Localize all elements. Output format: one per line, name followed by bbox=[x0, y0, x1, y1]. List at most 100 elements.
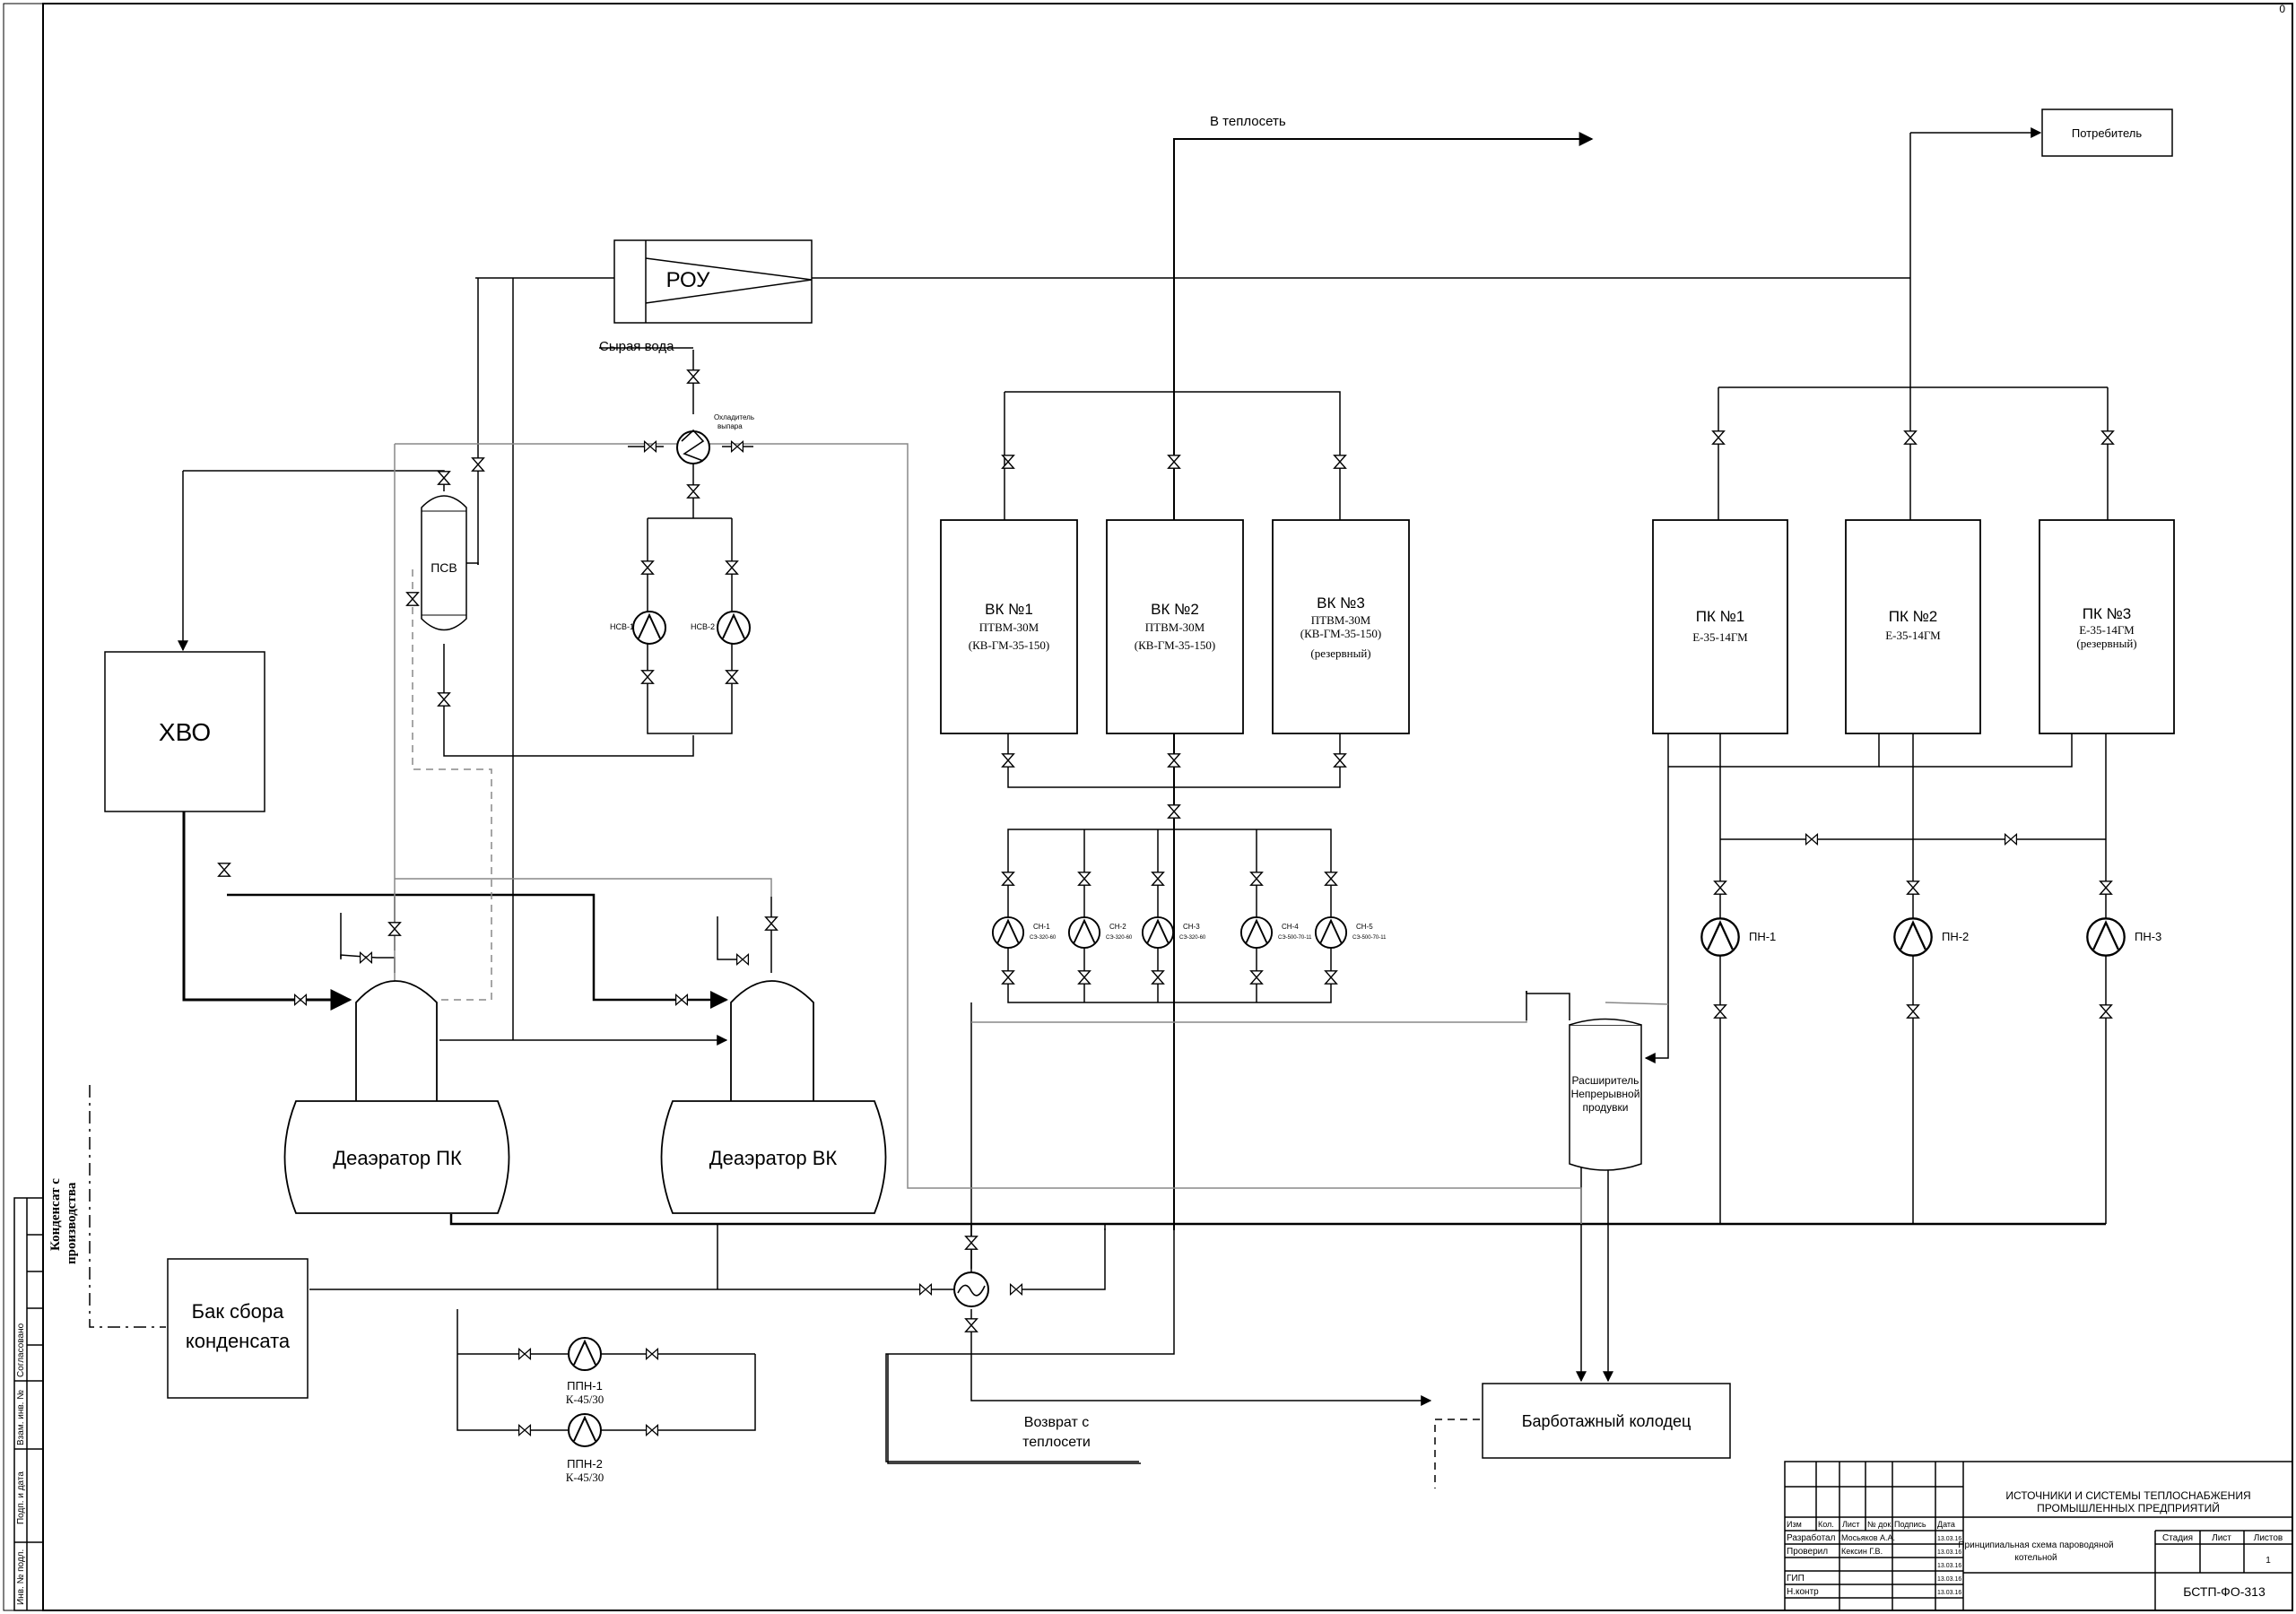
tb-stage-label: Стадия bbox=[2162, 1533, 2193, 1543]
deaerator-vk: Деаэратор ВК bbox=[660, 980, 887, 1214]
valve-vertical-40 bbox=[964, 1236, 978, 1250]
valve-vertical-35 bbox=[1906, 1004, 1920, 1019]
vapor-cooler-label-2: выпара bbox=[718, 422, 743, 430]
blowdown-expander: Расширитель Непрерывной продувки bbox=[1569, 1018, 1642, 1171]
tb-row5-role: Н.контр bbox=[1787, 1587, 1819, 1597]
bubbling-well-label: Барботажный колодец bbox=[1522, 1412, 1692, 1430]
return-heat-exchanger bbox=[953, 1271, 989, 1307]
water-boiler-3-line1: ПТВМ-30М bbox=[1311, 613, 1371, 627]
condensate-production-label-2: производства bbox=[65, 1182, 79, 1264]
vapor-cooler: Охладитель выпара bbox=[676, 413, 754, 464]
valve-horizontal-5 bbox=[293, 994, 308, 1006]
expander-label-3: продувки bbox=[1583, 1101, 1629, 1114]
water-boiler-1-title: ВК №1 bbox=[985, 601, 1033, 618]
valve-vertical-18 bbox=[1001, 872, 1015, 886]
pipe-network bbox=[89, 127, 2109, 1488]
valve-vertical-21 bbox=[1249, 872, 1264, 886]
tb-row2-date: 13.03.16 bbox=[1937, 1549, 1961, 1556]
ppn2-name: ППН-2 bbox=[567, 1457, 603, 1471]
tb-row5-date: 13.03.16 bbox=[1937, 1590, 1961, 1596]
valve-vertical-10 bbox=[405, 592, 420, 606]
network-pump-name-5: СН-5 bbox=[1356, 923, 1373, 931]
condensate-tank-label-2: конденсата bbox=[186, 1330, 291, 1352]
condensate-production-label-1: Конденсат с bbox=[48, 1178, 63, 1251]
tb-drawing-title-1: Принципиальная схема пароводяной bbox=[1958, 1540, 2113, 1550]
steam-boiler-2-title: ПК №2 bbox=[1889, 608, 1938, 625]
tb-row2-name: Кексин Г.В. bbox=[1841, 1547, 1883, 1556]
steam-boiler-3-line1: Е-35-14ГМ bbox=[2079, 623, 2135, 637]
valve-horizontal-6 bbox=[674, 994, 689, 1006]
tb-sheet-label: Лист bbox=[2212, 1533, 2231, 1543]
network-pump-3 bbox=[1141, 915, 1175, 950]
network-pump-1 bbox=[991, 915, 1025, 950]
valve-vertical-32 bbox=[1906, 881, 1920, 895]
deaerator-vk-label: Деаэратор ВК bbox=[709, 1147, 838, 1169]
network-pump-name-1: СН-1 bbox=[1033, 923, 1050, 931]
valve-horizontal-14 bbox=[1009, 1283, 1023, 1296]
hvo-unit bbox=[104, 651, 265, 812]
tb-org-line1: ИСТОЧНИКИ И СИСТЕМЫ ТЕПЛОСНАБЖЕНИЯ bbox=[2005, 1489, 2250, 1502]
valve-vertical-9 bbox=[437, 692, 451, 707]
bubbling-well bbox=[1482, 1383, 1731, 1459]
tb-header-list: Лист bbox=[1842, 1520, 1860, 1529]
to-heating-network-label: В теплосеть bbox=[1210, 114, 1286, 129]
valve-horizontal-9 bbox=[517, 1348, 532, 1360]
tb-sheets-value: 1 bbox=[2266, 1556, 2271, 1566]
tb-row3-date: 13.03.16 bbox=[1937, 1563, 1961, 1569]
valve-horizontal-1 bbox=[643, 440, 657, 453]
psv-label: ПСВ bbox=[430, 560, 457, 575]
valve-vertical-4 bbox=[725, 560, 739, 575]
left-margin-stamp bbox=[13, 1197, 44, 1611]
water-boiler-2-title: ВК №2 bbox=[1151, 601, 1199, 618]
condensate-tank-label-1: Бак сбора bbox=[192, 1300, 284, 1323]
water-boiler-3-title: ВК №3 bbox=[1317, 594, 1365, 612]
tb-header-sign: Подпись bbox=[1894, 1520, 1926, 1529]
consumer-box bbox=[2041, 108, 2173, 157]
return-label-2: теплосети bbox=[1022, 1435, 1091, 1450]
valve-vertical-24 bbox=[1077, 970, 1091, 985]
valve-vertical-26 bbox=[1249, 970, 1264, 985]
rou-label: РОУ bbox=[666, 268, 711, 292]
steam-boiler-3-line2: (резервный) bbox=[2076, 637, 2136, 650]
psv-heater: ПСВ bbox=[421, 495, 467, 631]
water-boiler-1: ВК №1 ПТВМ-30М (КВ-ГМ-35-150) bbox=[940, 519, 1078, 734]
valve-vertical-2 bbox=[686, 484, 700, 499]
nsv2-label: НСВ-2 bbox=[691, 622, 715, 631]
raw-water-label: Сырая вода bbox=[599, 339, 674, 354]
valve-horizontal-12 bbox=[645, 1424, 659, 1436]
ppn1-name: ППН-1 bbox=[567, 1379, 603, 1393]
tb-header-izm: Изм bbox=[1787, 1520, 1802, 1529]
grey-pipes bbox=[394, 443, 1669, 1224]
margin-soglasovano: Согласовано bbox=[16, 1323, 26, 1377]
water-boiler-2: ВК №2 ПТВМ-30М (КВ-ГМ-35-150) bbox=[1106, 519, 1244, 734]
nsv1-pump bbox=[632, 611, 666, 645]
network-pump-model-1: СЭ-320-60 bbox=[1030, 935, 1057, 941]
valve-vertical-37 bbox=[387, 922, 402, 936]
tb-row4-date: 13.03.16 bbox=[1937, 1576, 1961, 1583]
network-pumps: СН-1СЭ-320-60СН-2СЭ-320-60СН-3СЭ-320-60С… bbox=[991, 915, 1387, 950]
tb-sheets-label: Листов bbox=[2254, 1533, 2283, 1543]
network-pump-model-3: СЭ-320-60 bbox=[1179, 935, 1206, 941]
nsv2-pump bbox=[717, 611, 751, 645]
steam-boiler-2-line1: Е-35-14ГМ bbox=[1885, 629, 1941, 642]
drawing-frame bbox=[3, 3, 2293, 1611]
tb-header: Изм Кол. Лист № док. Подпись Дата bbox=[1787, 1520, 1955, 1529]
valve-vertical-36 bbox=[2099, 1004, 2113, 1019]
valve-vertical-19 bbox=[1077, 872, 1091, 886]
tb-row1-date: 13.03.16 bbox=[1937, 1536, 1961, 1542]
feed-pump-1 bbox=[1700, 917, 1740, 957]
tb-row1-name: Мосьяков А.А. bbox=[1841, 1533, 1895, 1542]
valve-horizontal-2 bbox=[730, 440, 744, 453]
nsv1-label: НСВ-1 bbox=[610, 622, 634, 631]
valve-horizontal-7 bbox=[1805, 833, 1819, 846]
ppn2-model: К-45/30 bbox=[566, 1471, 604, 1484]
consumer-label: Потребитель bbox=[2072, 126, 2142, 140]
valve-vertical-14 bbox=[1001, 753, 1015, 768]
valve-vertical-22 bbox=[1324, 872, 1338, 886]
steam-boiler-2: ПК №2 Е-35-14ГМ bbox=[1845, 519, 1981, 734]
network-pump-name-3: СН-3 bbox=[1183, 923, 1200, 931]
tb-header-kol: Кол. bbox=[1818, 1520, 1834, 1529]
water-boiler-2-line1: ПТВМ-30М bbox=[1145, 620, 1205, 634]
tb-header-date: Дата bbox=[1937, 1520, 1955, 1529]
